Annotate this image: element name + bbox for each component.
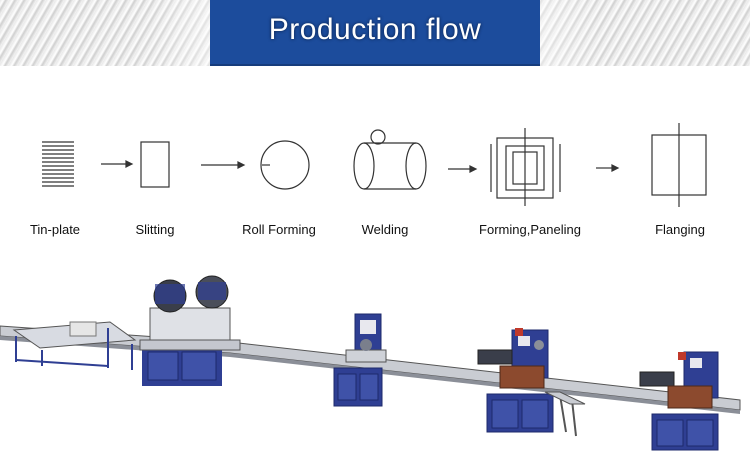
welding-cylinder-icon [353,129,427,190]
step-label-tin-plate: Tin-plate [29,222,81,237]
slitter-machine [139,275,241,386]
feeding-table [12,321,137,370]
roll-forming-icon [260,140,310,190]
arrow-icon [596,164,620,172]
page-title: Production flow [268,13,482,46]
arrow-icon [101,160,134,168]
flanging-icon [651,123,707,207]
slitting-sheet-icon [140,141,170,188]
title-box: Production flow [210,0,540,66]
tin-plate-icon [42,141,74,187]
forming-paneling-machine [477,328,577,437]
step-label-slitting: Slitting [135,222,175,237]
forming-paneling-icon [490,128,561,206]
step-label-forming-paneling: Forming,Paneling [479,222,581,237]
step-label-flanging: Flanging [655,222,705,237]
flanging-machine [639,351,719,451]
process-steps-diagram [42,123,707,207]
step-label-roll-forming: Roll Forming [242,222,316,237]
welder-machine [333,313,387,407]
arrow-icon [201,161,246,169]
header-banner: Production flow [0,0,750,66]
production-line-illustration [0,275,741,451]
arrow-icon [448,165,478,173]
step-label-welding: Welding [361,222,409,237]
side-conveyor [544,391,586,405]
